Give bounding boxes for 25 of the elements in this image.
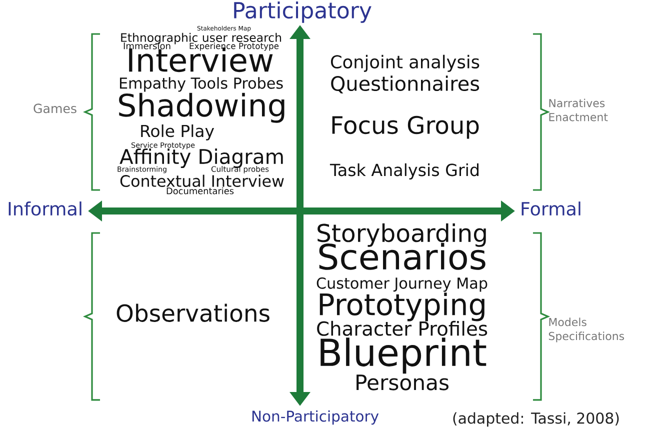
method-term: Focus Group [332, 116, 479, 139]
axis-label: Participatory [234, 2, 372, 23]
method-term: Customer Journey Map [316, 277, 488, 292]
method-term: Personas [356, 374, 448, 390]
method-term: Character Profiles [317, 320, 488, 336]
category-label: Games [34, 104, 76, 114]
method-term: Observations [116, 304, 270, 322]
axis-label: Informal [8, 201, 82, 216]
method-term: Contextual Interview [120, 174, 284, 188]
method-term: Affinity Diagram [120, 148, 283, 168]
method-term: Empathy Tools Probes [120, 77, 283, 92]
method-term: Documentaries [166, 187, 234, 194]
source-note: (adapted: Tassi, 2008) [453, 412, 619, 427]
method-term: Role Play [141, 124, 214, 140]
method-term: Questionnaires [331, 76, 480, 94]
axis-label: Non-Participatory [252, 410, 379, 425]
axis-label: Formal [522, 202, 580, 216]
category-label: Models Specifications [548, 318, 624, 342]
method-term: Task Analysis Grid [330, 163, 478, 180]
method-term: Immersion [124, 42, 170, 50]
category-label: Narratives Enactment [549, 98, 608, 122]
method-term: Blueprint [320, 338, 486, 374]
method-term: Shadowing [119, 92, 284, 123]
method-term: Conjoint analysis [330, 54, 480, 72]
method-term: Prototyping [320, 292, 484, 322]
